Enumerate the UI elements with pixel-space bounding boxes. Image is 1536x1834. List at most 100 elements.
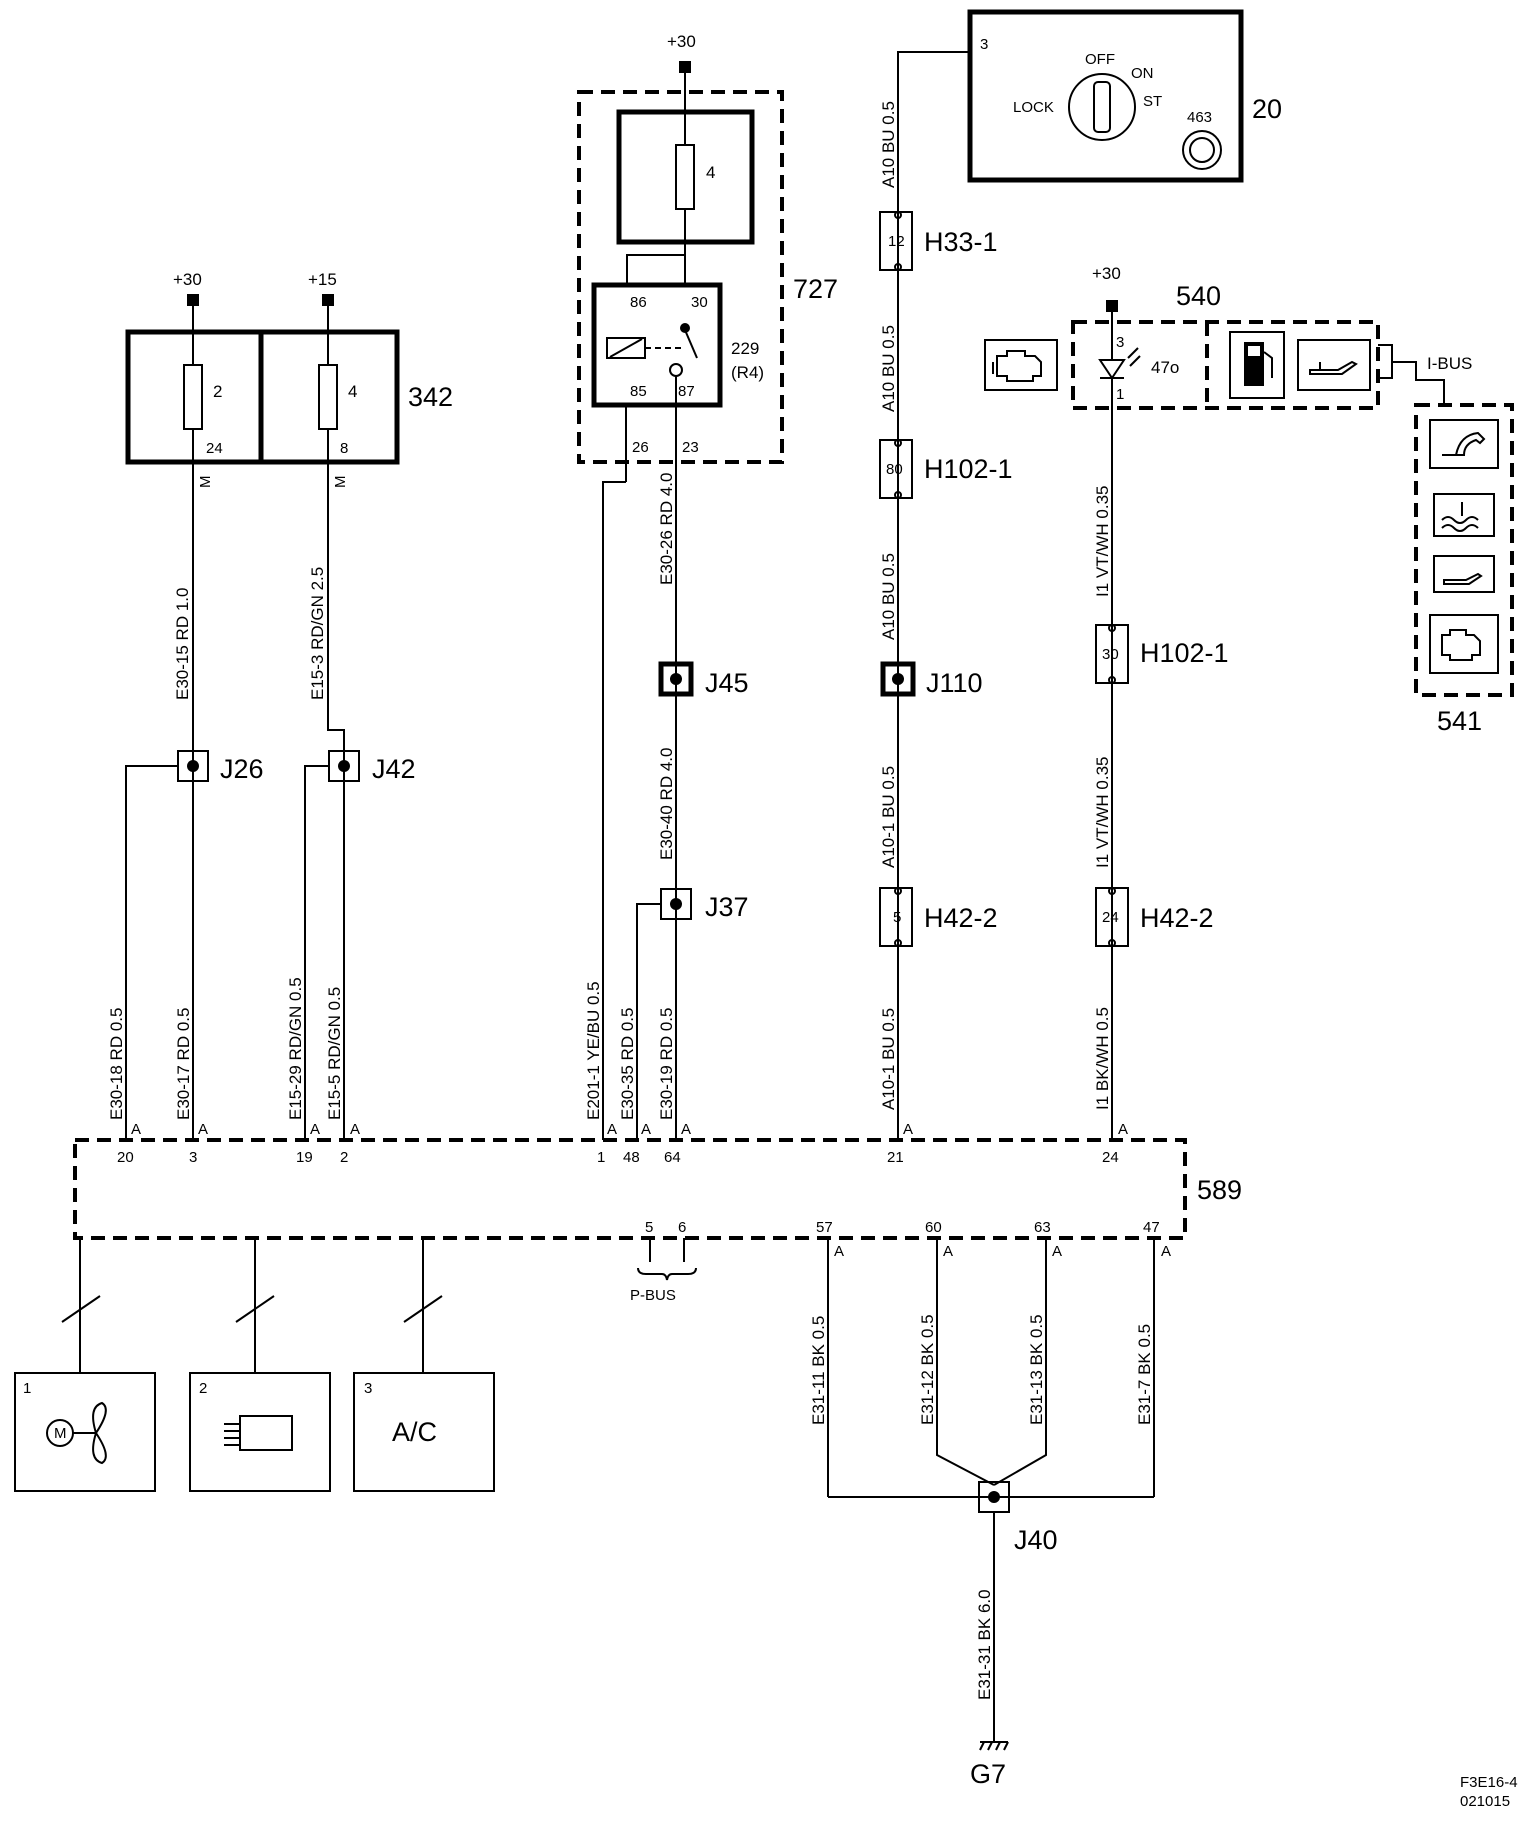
engine-check-icon xyxy=(984,339,1058,391)
wire-e30-18: E30-18 RD 0.5 xyxy=(107,1008,126,1120)
fuse-4-m: M xyxy=(332,476,349,489)
supply-plus15: +15 xyxy=(308,270,337,289)
splice-j26-label: J26 xyxy=(220,754,264,784)
h33-1-pin: 12 xyxy=(888,233,905,250)
fuse-2-pin: 24 xyxy=(206,440,223,457)
relay-sub: (R4) xyxy=(731,363,764,382)
wire-e30-26: E30-26 RD 4.0 xyxy=(657,473,676,585)
h102-1-a-label: H102-1 xyxy=(924,454,1013,484)
ecu-conn-a: A xyxy=(834,1243,844,1260)
fuse-4-number: 4 xyxy=(348,382,357,401)
motor-label: M xyxy=(54,1425,67,1442)
fuse-2-number: 2 xyxy=(213,382,222,401)
connector-h33-1: 12 H33-1 xyxy=(879,211,998,271)
fuse-box-id: 342 xyxy=(408,382,453,412)
relay-pin-30: 30 xyxy=(691,294,708,311)
ecu-pin-6: 6 xyxy=(678,1219,686,1236)
indicator-540: +30 540 3 1 47o xyxy=(984,264,1472,410)
bus-slash xyxy=(61,1295,101,1323)
connector-h42-2-a: 5 H42-2 xyxy=(879,887,998,947)
wire-e31-13: E31-13 BK 0.5 xyxy=(1027,1314,1046,1425)
wire-a10-mid: A10 BU 0.5 xyxy=(879,325,898,412)
ecu-pin-64: 64 xyxy=(664,1149,681,1166)
supply-plus30-540: +30 xyxy=(1092,264,1121,283)
wire-a10-top: A10 BU 0.5 xyxy=(879,101,898,188)
ecu-589: 589 20 3 19 2 1 48 64 21 24 A A A A A A … xyxy=(73,1121,1242,1260)
relay-fuse-symbol xyxy=(675,144,695,210)
splice-j37: J37 xyxy=(636,888,749,1140)
coolant-temp-icon xyxy=(1433,493,1495,537)
device-1-fan: 1 M xyxy=(14,1372,156,1492)
ecu-pin-20: 20 xyxy=(117,1149,134,1166)
device-3-number: 3 xyxy=(364,1380,372,1397)
relay-pin-86: 86 xyxy=(630,294,647,311)
ecu-conn-a: A xyxy=(350,1121,360,1138)
ecu-pin-24: 24 xyxy=(1102,1149,1119,1166)
ecu-pin-47: 47 xyxy=(1143,1219,1160,1236)
wire-e31-31: E31-31 BK 6.0 xyxy=(975,1589,994,1700)
splice-j45: J45 xyxy=(658,661,749,698)
pbus-label: P-BUS xyxy=(630,1287,676,1304)
ecu-pin-21: 21 xyxy=(887,1149,904,1166)
ring-463 xyxy=(1182,130,1222,170)
h42-2-b-pin: 24 xyxy=(1102,909,1119,926)
ecu-pin-1: 1 xyxy=(597,1149,605,1166)
wire-a10-1: A10-1 BU 0.5 xyxy=(879,766,898,868)
ecu-conn-a: A xyxy=(310,1121,320,1138)
wire-e31-12: E31-12 BK 0.5 xyxy=(918,1314,937,1425)
wire-e15-29: E15-29 RD/GN 0.5 xyxy=(286,977,305,1120)
wire-e31-7: E31-7 BK 0.5 xyxy=(1135,1324,1154,1425)
bus-slash xyxy=(403,1295,443,1323)
splice-j42: J42 xyxy=(304,750,416,1140)
ignition-id: 20 xyxy=(1252,94,1282,124)
ignition-switch-20: 3 OFF ON ST LOCK 463 20 xyxy=(897,9,1282,212)
fuse-box-342: +30 +15 2 4 24 8 342 M M xyxy=(125,270,453,489)
ecu-pin-3: 3 xyxy=(189,1149,197,1166)
ecu-conn-a: A xyxy=(607,1121,617,1138)
fuse-2-m: M xyxy=(197,476,214,489)
splice-j110: J110 xyxy=(880,661,983,698)
engine-icon xyxy=(1429,614,1499,674)
device-2-number: 2 xyxy=(199,1380,207,1397)
fuse-2-symbol xyxy=(183,364,203,430)
h42-2-a-pin: 5 xyxy=(893,909,901,926)
ecu-pin-5: 5 xyxy=(645,1219,653,1236)
ecu-pin-2: 2 xyxy=(340,1149,348,1166)
relay-pin-85: 85 xyxy=(630,383,647,400)
ground-label: G7 xyxy=(970,1759,1006,1789)
relay-box-727: +30 4 86 30 85 87 229 (R4) 727 26 23 xyxy=(577,32,838,1140)
ecu-pin-19: 19 xyxy=(296,1149,313,1166)
h33-1-label: H33-1 xyxy=(924,227,998,257)
pbus: P-BUS xyxy=(630,1238,697,1304)
h42-2-a-label: H42-2 xyxy=(924,903,998,933)
h102-1-b-label: H102-1 xyxy=(1140,638,1229,668)
diagram-code: F3E16-4 xyxy=(1460,1774,1518,1791)
device-1-number: 1 xyxy=(23,1380,31,1397)
wire-a10-1b: A10-1 BU 0.5 xyxy=(879,1008,898,1110)
diagram-date: 021015 xyxy=(1460,1793,1510,1810)
fuse-4-pin: 8 xyxy=(340,440,348,457)
actuator-icon xyxy=(239,1415,293,1451)
splice-j40-label: J40 xyxy=(1014,1525,1058,1555)
device-2-actuator: 2 xyxy=(189,1372,331,1492)
ecu-conn-a: A xyxy=(131,1121,141,1138)
wire-i1-b: I1 VT/WH 0.35 xyxy=(1093,757,1112,868)
indicator-pin-3: 3 xyxy=(1116,334,1124,351)
ecu-conn-a: A xyxy=(1052,1243,1062,1260)
ecu-conn-a: A xyxy=(903,1121,913,1138)
splice-j40: J40 xyxy=(978,1481,1058,1555)
ecu-pin-60: 60 xyxy=(925,1219,942,1236)
splice-j110-label: J110 xyxy=(926,668,983,698)
led-symbol xyxy=(1098,359,1126,380)
ecu-conn-a: A xyxy=(641,1121,651,1138)
connector-h102-1-b: 30 H102-1 xyxy=(1095,624,1229,684)
relay-switch xyxy=(684,329,698,359)
relay-box-id: 727 xyxy=(793,274,838,304)
splice-j26: J26 xyxy=(125,750,264,1140)
oil-level-icon xyxy=(1433,555,1495,593)
ecu-conn-a: A xyxy=(681,1121,691,1138)
device-3-ac: 3 A/C xyxy=(353,1372,495,1492)
ecu-conn-a: A xyxy=(1161,1243,1171,1260)
wire-e15-3: E15-3 RD/GN 2.5 xyxy=(308,567,327,700)
wire-e30-35: E30-35 RD 0.5 xyxy=(618,1008,637,1120)
